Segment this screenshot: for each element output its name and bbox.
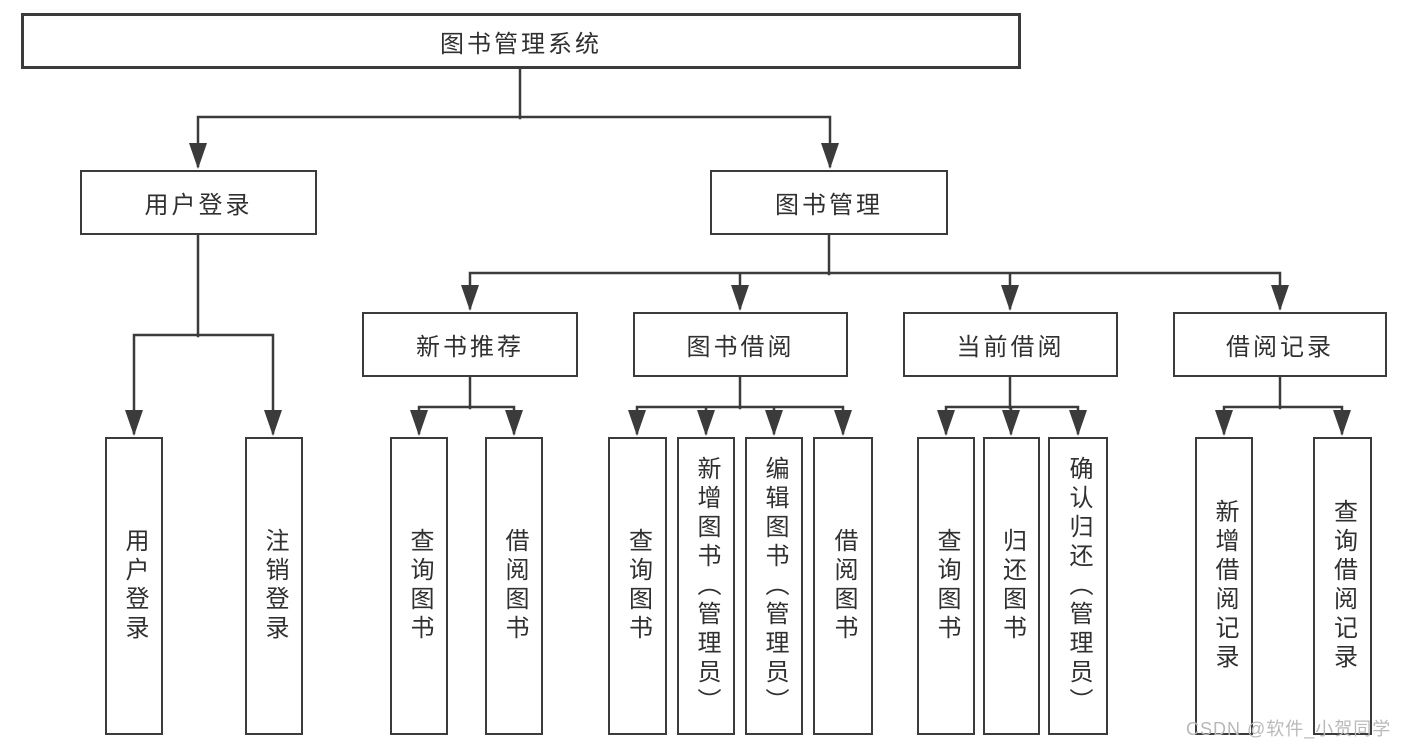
node-book-mgmt-label: 图书管理: [775, 192, 883, 219]
leaf-logout-label: 注销登录: [261, 528, 288, 644]
node-user-login-label: 用户登录: [144, 192, 253, 219]
arrow-icon: [1333, 410, 1351, 436]
arrow-icon: [937, 410, 955, 436]
leaf-br-query-record: 查询借阅记录: [1313, 437, 1372, 735]
node-borrow-records-label: 借阅记录: [1226, 334, 1334, 361]
arrow-icon: [765, 410, 783, 436]
leaf-user-login: 用户登录: [105, 437, 163, 735]
arrow-icon: [697, 410, 715, 436]
leaf-user-login-label: 用户登录: [121, 528, 148, 644]
arrow-icon: [1215, 410, 1233, 436]
node-new-book-recommend: 新书推荐: [362, 312, 578, 377]
leaf-br-add-record-label: 新增借阅记录: [1211, 499, 1238, 673]
node-book-borrow: 图书借阅: [633, 312, 848, 377]
leaf-br-add-record: 新增借阅记录: [1195, 437, 1253, 735]
leaf-bb-edit-books-admin: 编辑图书（管理员）: [745, 437, 803, 735]
leaf-cb-query-books-label: 查询图书: [933, 528, 960, 644]
node-root-label: 图书管理系统: [440, 30, 602, 58]
leaf-bb-edit-books-admin-label: 编辑图书（管理员）: [761, 455, 788, 717]
node-user-login-branch: 用户登录: [80, 170, 317, 235]
arrow-icon: [1001, 285, 1019, 311]
node-book-mgmt-branch: 图书管理: [710, 170, 948, 235]
arrow-icon: [834, 410, 852, 436]
leaf-nb-borrow-books-label: 借阅图书: [501, 528, 528, 644]
arrow-icon: [505, 410, 523, 436]
arrow-icon: [731, 285, 749, 311]
leaf-cb-return-books-label: 归还图书: [998, 528, 1026, 644]
arrow-icon: [628, 410, 646, 436]
leaf-nb-query-books: 查询图书: [390, 437, 448, 735]
arrow-icon: [189, 143, 207, 169]
arrow-icon: [461, 285, 479, 311]
tree-edges: [132, 67, 1344, 435]
arrow-icon: [410, 410, 428, 436]
leaf-cb-confirm-return-admin-label: 确认归还（管理员）: [1065, 455, 1092, 717]
arrow-icon: [1002, 410, 1020, 436]
arrow-icon: [264, 410, 282, 436]
node-current-borrow: 当前借阅: [903, 312, 1118, 377]
node-new-book-recommend-label: 新书推荐: [416, 334, 524, 361]
leaf-bb-add-books-admin-label: 新增图书（管理员）: [693, 455, 720, 717]
leaf-bb-borrow-books-label: 借阅图书: [830, 528, 857, 644]
leaf-bb-query-books-label: 查询图书: [624, 528, 652, 644]
leaf-nb-query-books-label: 查询图书: [406, 528, 433, 644]
leaf-logout: 注销登录: [245, 437, 303, 735]
leaf-nb-borrow-books: 借阅图书: [485, 437, 543, 735]
watermark: CSDN @软件_小贺同学: [1186, 719, 1392, 739]
arrow-icon: [1271, 285, 1289, 311]
arrow-icon: [1069, 410, 1087, 436]
leaf-bb-borrow-books: 借阅图书: [813, 437, 873, 735]
arrow-icon: [125, 410, 143, 436]
leaf-bb-add-books-admin: 新增图书（管理员）: [677, 437, 735, 735]
leaf-bb-query-books: 查询图书: [608, 437, 667, 735]
arrowheads: [125, 143, 1351, 436]
leaf-cb-confirm-return-admin: 确认归还（管理员）: [1048, 437, 1108, 735]
leaf-br-query-record-label: 查询借阅记录: [1329, 499, 1357, 673]
leaf-cb-query-books: 查询图书: [917, 437, 975, 735]
arrow-icon: [821, 143, 839, 169]
node-root-system: 图书管理系统: [21, 13, 1021, 69]
node-current-borrow-label: 当前借阅: [956, 334, 1065, 361]
node-book-borrow-label: 图书借阅: [686, 334, 795, 361]
leaf-cb-return-books: 归还图书: [983, 437, 1040, 735]
node-borrow-records: 借阅记录: [1173, 312, 1387, 377]
